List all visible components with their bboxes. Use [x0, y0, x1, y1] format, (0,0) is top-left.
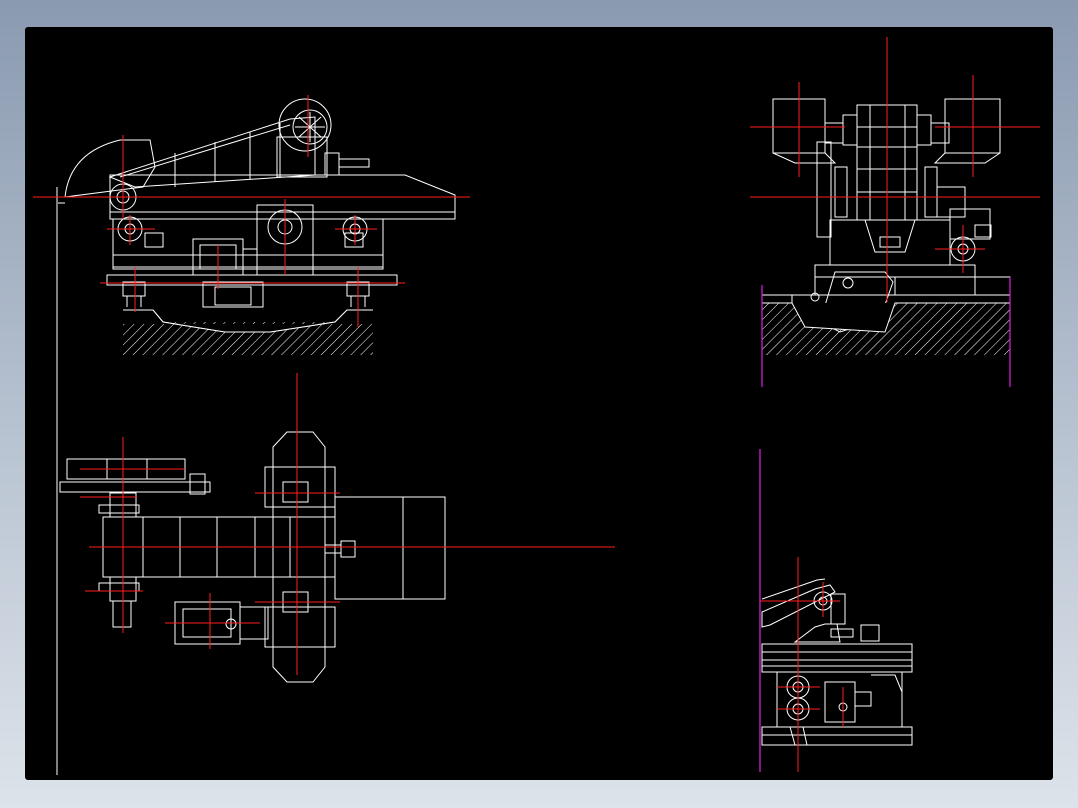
cad-drawing — [33, 37, 1040, 775]
cad-drawing-canvas[interactable] — [25, 27, 1053, 780]
plan-view[interactable] — [59, 373, 615, 683]
side-elevation-view[interactable] — [33, 95, 470, 355]
end-elevation-view[interactable] — [750, 37, 1040, 387]
detail-section-view[interactable] — [759, 449, 913, 772]
